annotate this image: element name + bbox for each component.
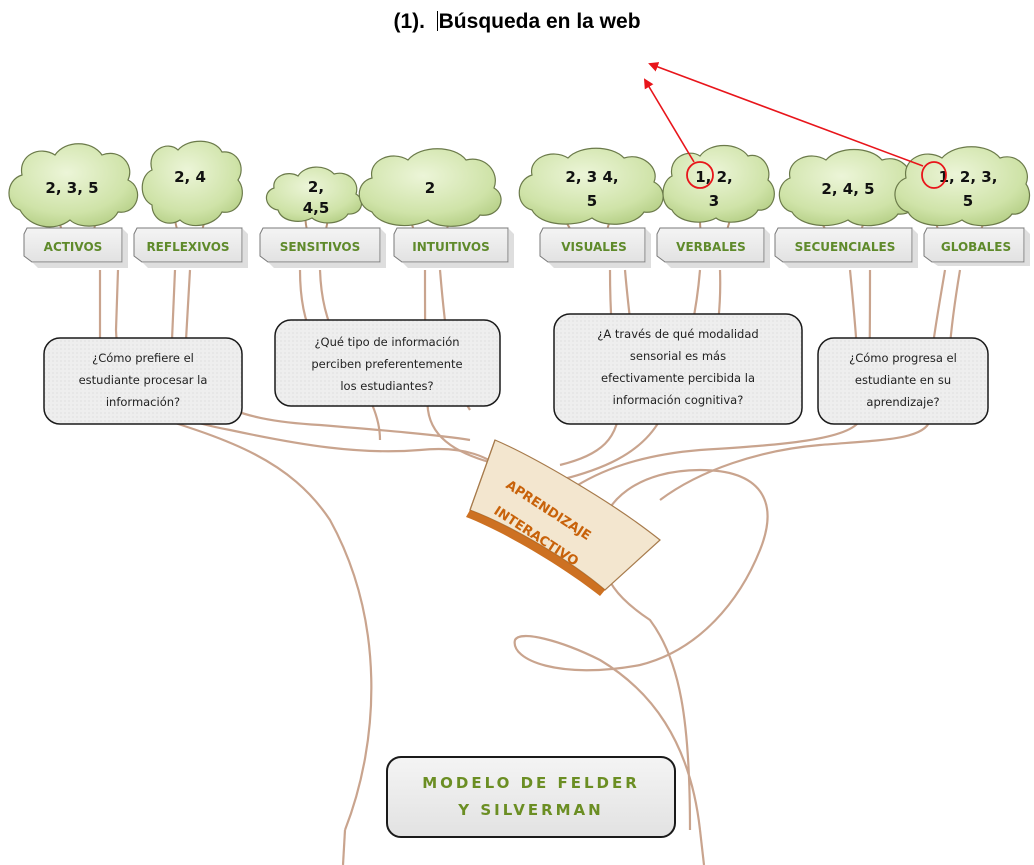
cloud-sensitivos-line-1: 2, <box>308 178 324 196</box>
label-intuitivos: INTUITIVOS <box>393 227 514 268</box>
model-title-line-2: Y SILVERMAN <box>457 801 603 819</box>
question-processing-line-2: estudiante procesar la <box>79 373 208 387</box>
cloud-sensitivos-line-2: 4,5 <box>303 199 330 217</box>
cloud-reflexivos: 2, 4 <box>141 140 243 227</box>
cloud-globales-line-2: 5 <box>963 192 973 210</box>
label-reflexivos-text: REFLEXIVOS <box>146 240 229 254</box>
label-verbales: VERBALES <box>656 227 770 268</box>
page-heading: (1). Búsqueda en la web <box>0 10 1034 34</box>
book-aprendizaje-interactivo: APRENDIZAJE INTERACTIVO <box>466 439 661 596</box>
label-sensitivos-text: SENSITIVOS <box>280 240 361 254</box>
question-input-line-3: efectivamente percibida la <box>601 371 755 385</box>
label-activos-text: ACTIVOS <box>44 240 103 254</box>
label-sensitivos: SENSITIVOS <box>259 227 386 268</box>
cloud-verbales-line-2: 3 <box>709 192 719 210</box>
cloud-activos-line-1: 2, 3, 5 <box>45 179 98 197</box>
question-input-line-2: sensorial es más <box>630 349 726 363</box>
cloud-globales-line-1: 1, 2, 3, <box>939 168 998 186</box>
annotation-arrow-globales <box>648 62 924 167</box>
cloud-globales: 1, 2, 3, 5 <box>894 146 1031 227</box>
label-intuitivos-text: INTUITIVOS <box>412 240 489 254</box>
style-labels: ACTIVOS REFLEXIVOS SENSITIVOS INTUITIVOS… <box>23 227 1030 268</box>
question-understanding: ¿Cómo progresa el estudiante en su apren… <box>817 337 989 425</box>
cloud-sensitivos: 2, 4,5 <box>265 166 363 224</box>
label-reflexivos: REFLEXIVOS <box>133 227 248 268</box>
question-input-line-4: información cognitiva? <box>613 393 744 407</box>
question-input: ¿A través de qué modalidad sensorial es … <box>553 313 803 425</box>
label-activos: ACTIVOS <box>23 227 128 268</box>
question-processing-line-3: información? <box>106 395 180 409</box>
label-globales: GLOBALES <box>923 227 1030 266</box>
cloud-verbales: 1, 2, 3 <box>662 144 775 223</box>
cloud-secuenciales-line-1: 2, 4, 5 <box>821 180 874 198</box>
cloud-verbales-line-1: 1, 2, <box>695 168 733 186</box>
cloud-visuales-line-1: 2, 3 4, <box>565 168 618 186</box>
question-perception-line-3: los estudiantes? <box>340 379 433 393</box>
cloud-activos: 2, 3, 5 <box>8 143 139 228</box>
cloud-reflexivos-line-1: 2, 4 <box>174 168 206 186</box>
heading-title: Búsqueda en la web <box>438 10 641 33</box>
question-processing-line-1: ¿Cómo prefiere el <box>92 351 194 365</box>
label-globales-text: GLOBALES <box>941 240 1011 254</box>
model-title-line-1: MODELO DE FELDER <box>422 774 640 792</box>
text-cursor <box>436 11 438 31</box>
question-understanding-line-3: aprendizaje? <box>866 395 939 409</box>
question-understanding-line-1: ¿Cómo progresa el <box>849 351 957 365</box>
red-annotations <box>643 62 947 189</box>
question-perception-line-1: ¿Qué tipo de información <box>314 335 459 349</box>
label-visuales: VISUALES <box>539 227 651 268</box>
label-verbales-text: VERBALES <box>676 240 746 254</box>
annotation-circle-globales <box>921 161 947 189</box>
model-title-box: MODELO DE FELDER Y SILVERMAN <box>386 756 676 838</box>
label-visuales-text: VISUALES <box>561 240 627 254</box>
heading-prefix: (1). <box>393 10 425 33</box>
cloud-intuitivos-line-1: 2 <box>425 179 435 197</box>
label-secuenciales-text: SECUENCIALES <box>795 240 896 254</box>
annotation-arrow-verbales <box>643 78 695 163</box>
cloud-secuenciales: 2, 4, 5 <box>778 149 919 227</box>
question-understanding-line-2: estudiante en su <box>855 373 951 387</box>
question-perception-line-2: perciben preferentemente <box>311 357 462 371</box>
label-secuenciales: SECUENCIALES <box>774 227 918 268</box>
question-processing: ¿Cómo prefiere el estudiante procesar la… <box>43 337 243 425</box>
question-perception: ¿Qué tipo de información perciben prefer… <box>274 319 501 407</box>
annotation-circle-verbales <box>686 161 714 189</box>
cloud-visuales-line-2: 5 <box>587 192 597 210</box>
cloud-visuales: 2, 3 4, 5 <box>518 147 664 225</box>
question-input-line-1: ¿A través de qué modalidad <box>597 327 758 341</box>
cloud-intuitivos: 2 <box>358 148 502 227</box>
